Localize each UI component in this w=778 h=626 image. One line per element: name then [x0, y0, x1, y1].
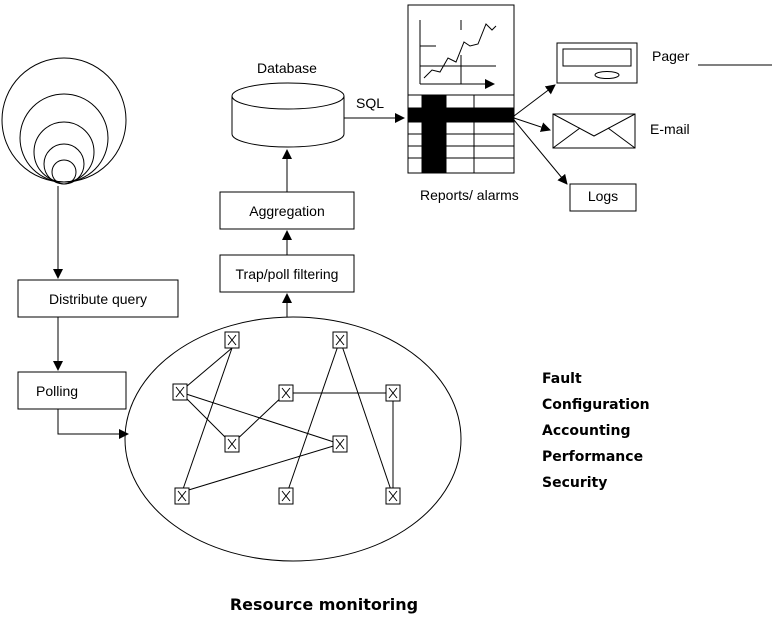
network-nodes	[172, 331, 401, 505]
arrow-to-pager	[513, 84, 556, 117]
network-node-icon	[332, 435, 348, 453]
polling-box	[17, 371, 127, 410]
network-node-icon	[224, 331, 240, 349]
report-chart-icon	[407, 4, 515, 96]
function-configuration: Configuration	[542, 397, 650, 413]
function-performance: Performance	[542, 449, 643, 465]
network-ellipse	[124, 316, 462, 562]
email-label: E-mail	[650, 121, 690, 137]
logs-label: Logs	[588, 188, 618, 204]
logs-box	[569, 183, 637, 212]
concentric-circles-icon	[1, 57, 127, 185]
reports-alarms-label: Reports/ alarms	[420, 187, 519, 203]
function-accounting: Accounting	[542, 423, 630, 439]
network-node-icon	[278, 384, 294, 402]
arrow-to-logs	[513, 119, 568, 185]
network-node-icon	[224, 435, 240, 453]
function-fault: Fault	[542, 371, 582, 387]
network-node-icon	[332, 331, 348, 349]
database-icon	[231, 82, 345, 148]
sql-label: SQL	[356, 95, 384, 111]
network-node-icon	[385, 487, 401, 505]
distribute-query-label: Distribute query	[49, 291, 147, 307]
aggregation-label: Aggregation	[249, 203, 325, 219]
diagram-title: Resource monitoring	[230, 595, 418, 614]
database-label: Database	[257, 60, 317, 76]
distribute-query-box	[17, 279, 179, 318]
network-node-icon	[172, 383, 188, 401]
email-envelope-icon	[552, 113, 636, 149]
aggregation-box	[219, 191, 355, 230]
arrow-to-network	[57, 409, 129, 439]
trap-poll-filtering-label: Trap/poll filtering	[236, 266, 339, 282]
pager-label: Pager	[652, 48, 690, 64]
pager-icon	[556, 42, 638, 84]
polling-label: Polling	[36, 383, 78, 399]
report-table-icon	[407, 94, 515, 174]
arrow-to-email	[513, 117, 551, 132]
network-node-icon	[174, 487, 190, 505]
network-links	[179, 339, 394, 497]
network-node-icon	[385, 384, 401, 402]
network-node-icon	[278, 487, 294, 505]
function-security: Security	[542, 475, 607, 491]
